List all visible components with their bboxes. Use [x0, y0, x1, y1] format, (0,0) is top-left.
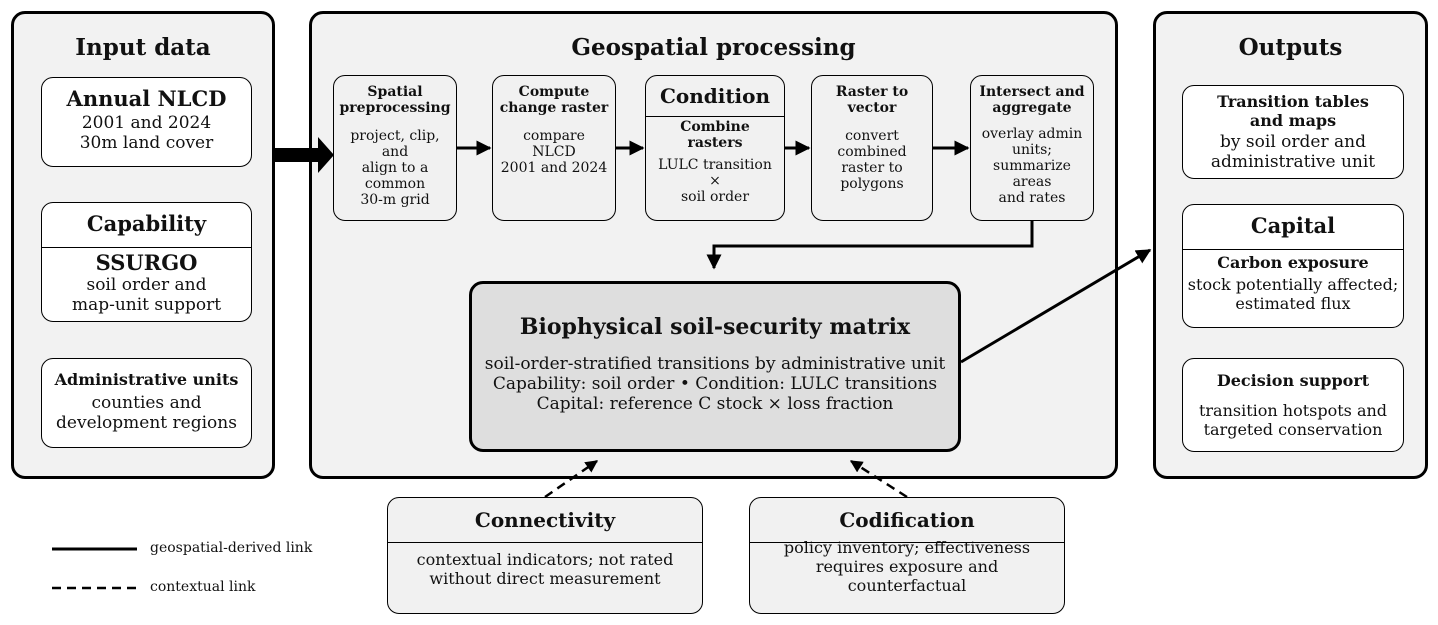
annual-nlcd-line-1: 2001 and 2024	[81, 113, 212, 133]
decision-support-line-2: targeted conservation	[1203, 420, 1383, 439]
condition-header: Condition	[659, 84, 771, 108]
transition-tables-line-2: administrative unit	[1210, 152, 1376, 172]
connectivity-divider	[388, 542, 702, 543]
matrix-title: Biophysical soil-security matrix	[519, 314, 911, 340]
step-5-line-2: units;	[1011, 142, 1053, 158]
step-2-line-3: 2001 and 2024	[500, 160, 608, 176]
ssurgo-title: SSURGO	[95, 250, 198, 275]
step-4-title-1: Raster to	[835, 84, 909, 100]
administrative-units-box: Administrative units counties and develo…	[41, 358, 252, 448]
codification-box: Codification policy inventory; effective…	[749, 497, 1065, 614]
codification-divider	[750, 542, 1064, 543]
outputs-panel-title: Outputs	[1238, 34, 1343, 61]
legend-solid-label: geospatial-derived link	[150, 540, 313, 556]
dashed-connectivity-to-matrix	[544, 459, 599, 499]
dashed-codification-to-matrix	[849, 459, 908, 499]
annual-nlcd-box: Annual NLCD 2001 and 2024 30m land cover	[41, 77, 252, 167]
step-2-line-2: NLCD	[532, 144, 576, 160]
step-1-title-1: Spatial	[367, 84, 423, 100]
decision-support-box: Decision support transition hotspots and…	[1182, 358, 1404, 452]
connectivity-line-1: contextual indicators; not rated	[416, 550, 674, 569]
step-1-line-2: and	[381, 144, 409, 160]
annual-nlcd-line-2: 30m land cover	[79, 133, 214, 153]
step-1-line-3: align to a	[361, 160, 429, 176]
connectivity-line-2: without direct measurement	[429, 569, 661, 588]
decision-support-line-1: transition hotspots and	[1198, 401, 1388, 420]
step-3-line-2: ×	[709, 173, 721, 189]
matrix-line-1: soil-order-stratified transitions by adm…	[484, 354, 946, 374]
carbon-exposure-line-2: estimated flux	[1235, 294, 1351, 313]
connectivity-box: Connectivity contextual indicators; not …	[387, 497, 703, 614]
codification-line-3: counterfactual	[847, 576, 967, 595]
legend-dashed-label: contextual link	[150, 579, 256, 595]
step-2-title-2: change raster	[499, 100, 609, 116]
step-3-title-2: rasters	[687, 135, 743, 151]
step-5-line-1: overlay admin	[981, 126, 1083, 142]
codification-line-2: requires exposure and	[815, 557, 999, 576]
codification-title: Codification	[839, 508, 975, 532]
capability-header: Capability	[86, 211, 207, 236]
arrow-matrix-to-outputs	[960, 248, 1152, 364]
capability-box: Capability SSURGO soil order and map-uni…	[41, 202, 252, 322]
matrix-line-2: Capability: soil order • Condition: LULC…	[492, 374, 938, 394]
processing-panel-title: Geospatial processing	[571, 34, 856, 61]
step-compute-change-raster: Compute change raster compare NLCD 2001 …	[492, 75, 616, 221]
step-raster-to-vector: Raster to vector convert combined raster…	[811, 75, 933, 221]
transition-tables-title-2: and maps	[1249, 111, 1337, 130]
outputs-panel: Outputs Transition tables and maps by so…	[1153, 11, 1428, 479]
decision-support-title: Decision support	[1216, 371, 1370, 390]
annual-nlcd-title: Annual NLCD	[66, 86, 227, 111]
step-5-title-1: Intersect and	[979, 84, 1085, 100]
connectivity-title: Connectivity	[474, 508, 616, 532]
ssurgo-line-2: map-unit support	[71, 295, 222, 315]
step-3-line-1: LULC transition	[658, 157, 772, 173]
step-1-title-2: preprocessing	[339, 100, 451, 116]
ssurgo-line-1: soil order and	[86, 275, 207, 295]
condition-divider	[646, 116, 784, 117]
step-intersect-and-aggregate: Intersect and aggregate overlay admin un…	[970, 75, 1094, 221]
capital-header: Capital	[1250, 213, 1336, 238]
step-5-line-3: summarize	[993, 158, 1071, 174]
carbon-exposure-line-1: stock potentially affected;	[1187, 275, 1399, 294]
step-spatial-preprocessing: Spatial preprocessing project, clip, and…	[333, 75, 457, 221]
step-4-line-3: raster to	[841, 160, 903, 176]
step-4-title-2: vector	[847, 100, 897, 116]
capability-divider	[42, 247, 251, 248]
administrative-units-line-1: counties and	[91, 393, 202, 413]
step-1-line-5: 30-m grid	[360, 192, 430, 208]
step-5-line-5: and rates	[998, 190, 1066, 206]
step-1-line-1: project, clip,	[350, 128, 440, 144]
step-1-line-4: common	[364, 176, 426, 192]
carbon-exposure-title: Carbon exposure	[1217, 253, 1369, 272]
input-panel-title: Input data	[75, 34, 211, 61]
step-4-line-2: combined	[837, 144, 907, 160]
step-condition: Condition Combine rasters LULC transitio…	[645, 75, 785, 221]
transition-tables-title-1: Transition tables	[1217, 92, 1369, 111]
step-4-line-1: convert	[845, 128, 899, 144]
capital-divider	[1183, 249, 1403, 250]
arrow-step5-to-matrix	[706, 221, 1034, 270]
step-5-title-2: aggregate	[992, 100, 1072, 116]
transition-tables-box: Transition tables and maps by soil order…	[1182, 85, 1404, 179]
administrative-units-title: Administrative units	[54, 370, 239, 389]
administrative-units-line-2: development regions	[56, 413, 237, 433]
step-5-line-4: areas	[1012, 174, 1052, 190]
capital-box: Capital Carbon exposure stock potentiall…	[1182, 204, 1404, 328]
step-2-line-1: compare	[523, 128, 585, 144]
step-2-title-1: Compute	[518, 84, 590, 100]
biophysical-soil-security-matrix: Biophysical soil-security matrix soil-or…	[469, 281, 961, 452]
step-3-title-1: Combine	[680, 119, 750, 135]
input-data-panel: Input data Annual NLCD 2001 and 2024 30m…	[11, 11, 275, 479]
input-to-processing-arrow	[275, 137, 334, 173]
matrix-line-3: Capital: reference C stock × loss fracti…	[536, 394, 894, 414]
transition-tables-line-1: by soil order and	[1220, 132, 1366, 152]
step-4-line-4: polygons	[840, 176, 904, 192]
step-3-line-3: soil order	[680, 189, 750, 205]
